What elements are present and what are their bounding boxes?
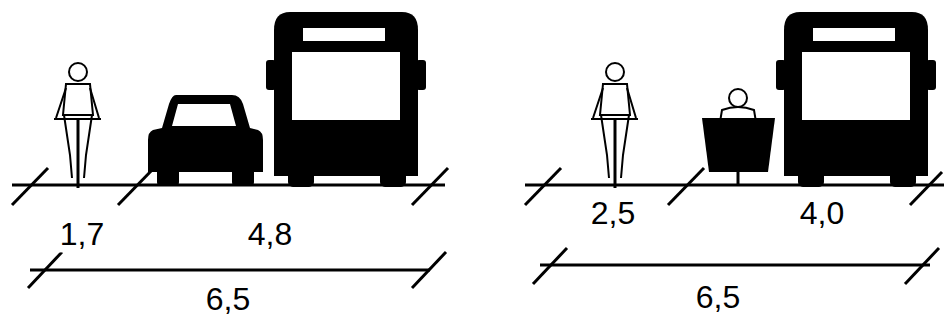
dimension-label: 4,8 — [245, 217, 295, 252]
dimension-lines — [12, 168, 944, 288]
dimension-label: 4,0 — [797, 196, 847, 231]
dimension-label: 1,7 — [57, 217, 107, 252]
dimension-label: 2,5 — [588, 196, 638, 231]
planter-with-person — [702, 89, 775, 186]
bus — [776, 12, 936, 187]
dimension-label: 6,5 — [693, 280, 743, 315]
bus — [266, 12, 426, 187]
cyclist — [591, 63, 638, 188]
dimension-label: 6,5 — [203, 283, 253, 318]
car — [148, 95, 263, 186]
cyclist — [54, 63, 101, 188]
